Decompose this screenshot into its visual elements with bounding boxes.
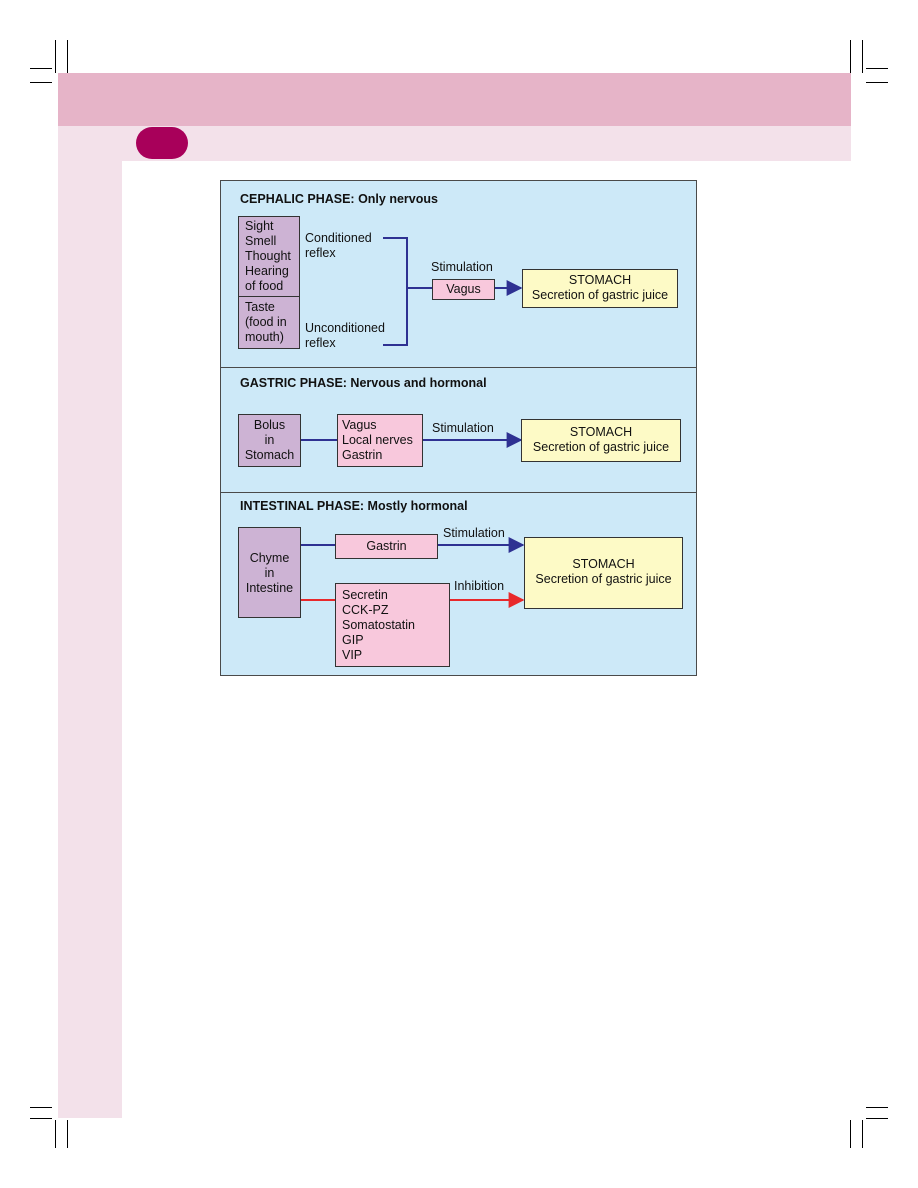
page-subheader-band: [58, 126, 851, 161]
conditioned-reflex-label: Conditioned reflex: [305, 231, 372, 260]
crop-mark: [30, 1118, 52, 1119]
crop-mark: [850, 1120, 851, 1148]
unconditioned-reflex-label: Unconditioned reflex: [305, 321, 385, 350]
crop-mark: [55, 1120, 56, 1148]
crop-mark: [866, 1107, 888, 1108]
phase-divider: [221, 492, 696, 493]
intestinal-stimulation-label: Stimulation: [443, 526, 505, 540]
crop-mark: [55, 40, 56, 73]
crop-mark: [30, 1107, 52, 1108]
crop-mark: [862, 1120, 863, 1148]
inhibitors-box: Secretin CCK-PZ Somatostatin GIP VIP: [335, 583, 450, 667]
gastric-phase-title: GASTRIC PHASE: Nervous and hormonal: [240, 376, 487, 390]
chyme-box: Chyme in Intestine: [238, 527, 301, 618]
gastric-stomach-box: STOMACH Secretion of gastric juice: [521, 419, 681, 462]
crop-mark: [30, 68, 52, 69]
phase-divider: [221, 367, 696, 368]
intestinal-stomach-box: STOMACH Secretion of gastric juice: [524, 537, 683, 609]
conditioned-reflex-line: [383, 237, 408, 346]
taste-stimuli-box: Taste (food in mouth): [238, 296, 300, 349]
gastric-secretion-phases-diagram: CEPHALIC PHASE: Only nervous Sight Smell…: [220, 180, 697, 676]
crop-mark: [850, 40, 851, 73]
vagus-box: Vagus: [432, 279, 495, 300]
crop-mark: [30, 82, 52, 83]
crop-mark: [862, 40, 863, 73]
cephalic-stimulation-label: Stimulation: [431, 260, 493, 274]
gastrin-box: Gastrin: [335, 534, 438, 559]
intestinal-phase-title: INTESTINAL PHASE: Mostly hormonal: [240, 499, 468, 513]
cephalic-stomach-box: STOMACH Secretion of gastric juice: [522, 269, 678, 308]
cephalic-phase-title: CEPHALIC PHASE: Only nervous: [240, 192, 438, 206]
crop-mark: [866, 1118, 888, 1119]
page-header-band: [58, 73, 851, 126]
diagram-connectors: [301, 237, 525, 608]
crop-mark: [866, 68, 888, 69]
chapter-tab: [136, 127, 188, 159]
inhibition-label: Inhibition: [454, 579, 505, 593]
bolus-box: Bolus in Stomach: [238, 414, 301, 467]
crop-mark: [67, 40, 68, 73]
crop-mark: [67, 1120, 68, 1148]
page-left-margin: [58, 161, 122, 1118]
gastric-mediators-box: Vagus Local nerves Gastrin: [337, 414, 423, 467]
cephalic-stimuli-box: Sight Smell Thought Hearing of food: [238, 216, 300, 297]
crop-mark: [866, 82, 888, 83]
gastric-stimulation-label: Stimulation: [432, 421, 494, 435]
